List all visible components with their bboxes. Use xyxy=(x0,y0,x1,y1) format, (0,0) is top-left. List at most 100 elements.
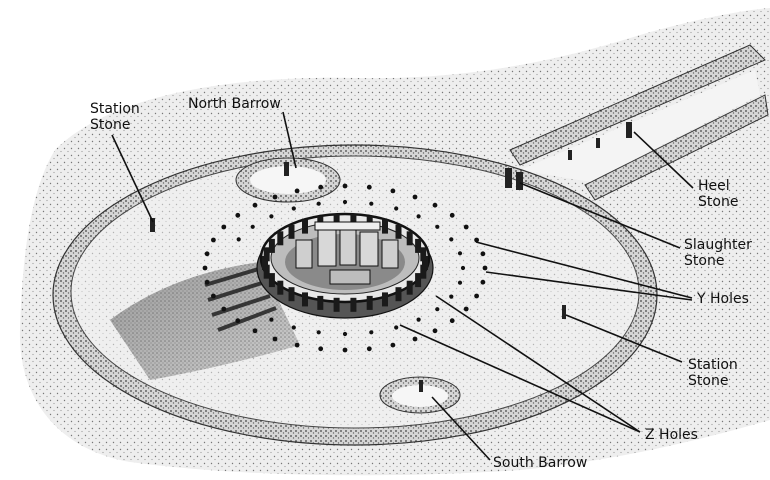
hole-dot xyxy=(294,188,300,194)
hole-dot xyxy=(412,336,418,342)
hole-dot xyxy=(250,224,255,229)
hole-dot xyxy=(318,184,324,190)
hole-dot xyxy=(272,336,278,342)
hole-dot xyxy=(482,265,488,271)
hole-dot xyxy=(252,202,258,208)
label-north-barrow: North Barrow xyxy=(188,96,281,112)
hole-dot xyxy=(236,237,241,242)
label-y-holes: Y Holes xyxy=(697,291,749,307)
hole-dot xyxy=(412,194,418,200)
hole-dot xyxy=(480,251,486,257)
sarsen-upright xyxy=(350,297,357,312)
hole-dot xyxy=(463,224,469,230)
hole-dot xyxy=(342,183,348,189)
hole-dot xyxy=(204,279,210,285)
sarsen-upright xyxy=(395,287,402,302)
hole-dot xyxy=(390,188,396,194)
hole-dot xyxy=(221,306,227,312)
hole-dot xyxy=(211,293,216,299)
sarsen-upright xyxy=(333,214,340,229)
north-barrow-mound xyxy=(235,157,341,203)
sarsen-upright xyxy=(420,264,427,279)
hole-markers xyxy=(202,183,488,353)
hole-dot xyxy=(480,279,486,285)
hole-dot xyxy=(291,206,296,211)
hole-dot xyxy=(221,224,227,230)
hole-dot xyxy=(449,318,455,324)
hole-dot xyxy=(369,201,374,206)
label-slaughter-stone: Slaughter Stone xyxy=(684,237,752,269)
hole-dot xyxy=(432,328,438,334)
sarsen-upright xyxy=(382,292,388,307)
sarsen-upright xyxy=(333,297,340,312)
sarsen-upright xyxy=(317,295,324,310)
station-stone-nw-marker xyxy=(150,218,155,232)
hole-dot xyxy=(435,224,440,229)
sarsen-upright xyxy=(268,273,275,288)
hole-dot xyxy=(474,293,479,299)
label-station-stone-se: Station Stone xyxy=(688,357,738,389)
sarsen-upright xyxy=(277,231,284,246)
label-station-stone-nw: Station Stone xyxy=(90,101,140,133)
hole-dot xyxy=(432,202,438,208)
hole-dot xyxy=(457,251,463,256)
sarsen-upright xyxy=(406,231,413,246)
hole-dot xyxy=(366,346,372,352)
hole-dot xyxy=(449,294,454,299)
sarsen-upright xyxy=(263,264,270,279)
hole-dot xyxy=(316,201,321,206)
hole-dot xyxy=(390,342,396,348)
hole-dot xyxy=(449,212,455,218)
hole-dot xyxy=(342,347,348,353)
hole-dot xyxy=(366,184,372,190)
hole-dot xyxy=(272,194,278,200)
sarsen-upright xyxy=(302,292,308,307)
hole-dot xyxy=(342,199,348,205)
south-barrow-mound xyxy=(379,376,461,414)
sarsen-upright xyxy=(262,256,268,270)
hole-dot xyxy=(474,237,479,243)
hole-dot xyxy=(460,265,466,271)
trilithons xyxy=(295,221,399,285)
hole-dot xyxy=(416,317,421,322)
hole-dot xyxy=(204,251,210,257)
hole-dot xyxy=(342,331,348,337)
hole-dot xyxy=(318,346,324,352)
hole-dot xyxy=(202,265,208,271)
sarsen-upright xyxy=(422,256,428,270)
sarsen-upright xyxy=(420,247,427,262)
sarsen-upright xyxy=(395,224,402,239)
hole-dot xyxy=(211,237,216,243)
hole-dot xyxy=(269,214,274,219)
hole-dot xyxy=(291,325,296,330)
hole-dot xyxy=(394,325,399,330)
slaughter-stone-marker xyxy=(505,168,523,190)
avenue xyxy=(509,44,769,201)
sarsen-uprights xyxy=(262,214,428,312)
station-stone-se-marker xyxy=(562,305,566,319)
hole-dot xyxy=(457,280,463,285)
sarsen-upright xyxy=(268,238,275,253)
label-south-barrow: South Barrow xyxy=(493,455,588,471)
heel-stone-marker xyxy=(626,122,632,138)
sarsen-upright xyxy=(302,219,308,234)
sarsen-upright xyxy=(288,224,295,239)
sarsen-upright xyxy=(350,214,357,229)
sarsen-upright xyxy=(406,280,413,295)
label-z-holes: Z Holes xyxy=(645,427,698,443)
hole-dot xyxy=(235,318,241,324)
sarsen-upright xyxy=(366,295,373,310)
hole-dot xyxy=(435,307,440,312)
sarsen-upright xyxy=(263,247,270,262)
hole-dot xyxy=(463,306,469,312)
sarsen-upright xyxy=(415,238,422,253)
hole-dot xyxy=(449,237,454,242)
hole-dot xyxy=(235,212,241,218)
sarsen-upright xyxy=(277,280,284,295)
label-heel-stone: Heel Stone xyxy=(698,178,739,210)
sarsen-upright xyxy=(288,287,295,302)
hole-dot xyxy=(294,342,300,348)
hole-dot xyxy=(269,317,274,322)
